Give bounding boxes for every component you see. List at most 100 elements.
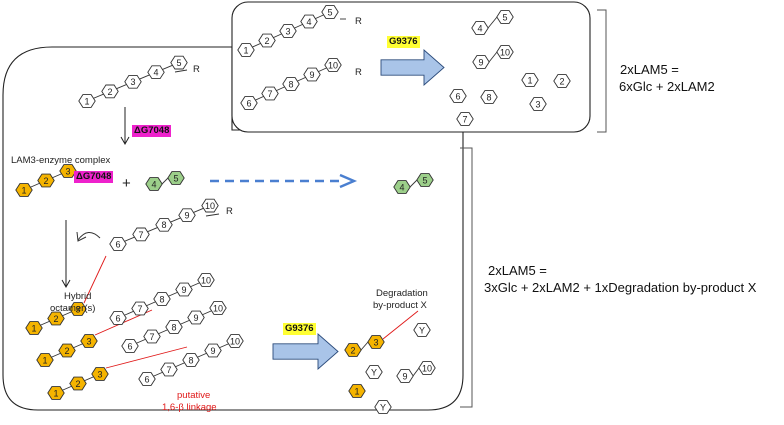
hexagon-top-chain-1: 3 — [279, 24, 297, 38]
hexagon-top-chain-1: 4 — [300, 14, 318, 29]
hexagon-green: 5 — [416, 173, 434, 187]
hexagon-hybrid-orange: 3 — [80, 334, 98, 348]
glycosidic-link — [412, 367, 420, 377]
hexagon-hybrid-orange: 1 — [25, 321, 43, 335]
hexagon-top-chain-2: 7 — [261, 86, 279, 101]
hexagon-hybrid-source-chain: 10 — [201, 198, 219, 213]
hexagon-residue: 1 — [521, 73, 539, 87]
glycosidic-link — [174, 69, 188, 73]
svg-text:10: 10 — [213, 303, 223, 313]
hexagon-residue: 4 — [471, 21, 489, 35]
main-panel-outline — [2, 46, 464, 411]
svg-text:9: 9 — [193, 313, 198, 323]
svg-text:1: 1 — [527, 75, 532, 85]
glycosidic-link — [488, 51, 498, 63]
glycosidic-link — [409, 179, 418, 188]
hexagon-top-chain-2: 10 — [324, 58, 342, 72]
svg-text:8: 8 — [288, 79, 293, 89]
svg-text:5: 5 — [422, 175, 427, 185]
complex-label: LAM3-enzyme complex — [11, 155, 111, 166]
hexagon-residue: 9 — [396, 369, 414, 383]
r-label-hybrid-chain: R — [226, 206, 233, 217]
hexagon-hybrid-orange: 2 — [47, 311, 65, 326]
svg-text:10: 10 — [230, 336, 240, 346]
svg-text:1: 1 — [84, 96, 89, 106]
hexagon-residue: 10 — [418, 361, 436, 375]
svg-text:7: 7 — [137, 304, 142, 314]
hexagon-degradation-orange: 3 — [367, 335, 385, 349]
svg-text:4: 4 — [151, 179, 156, 189]
hexagon-residue: 10 — [496, 45, 514, 59]
svg-text:3: 3 — [373, 337, 378, 347]
hexagon-residue: 5 — [496, 10, 514, 24]
svg-text:6: 6 — [144, 374, 149, 384]
svg-text:3: 3 — [65, 166, 70, 176]
svg-text:5: 5 — [327, 7, 332, 17]
svg-text:8: 8 — [159, 294, 164, 304]
svg-text:1: 1 — [243, 45, 248, 55]
svg-text:4: 4 — [153, 68, 158, 78]
hexagon-top-chain-1: 5 — [321, 5, 339, 19]
hexagon-top-chain-1: 2 — [258, 33, 276, 48]
hexagon-hybrid-white: 7 — [143, 329, 161, 344]
summary-bottom-line1: 2xLAM5 = — [488, 263, 547, 278]
hexagon-complex-orange: 1 — [15, 183, 33, 197]
svg-text:3: 3 — [75, 304, 80, 314]
hexagon-hybrid-source-chain: 9 — [178, 208, 196, 223]
svg-text:8: 8 — [171, 322, 176, 332]
svg-text:4: 4 — [306, 17, 311, 27]
svg-text:Y: Y — [419, 325, 425, 335]
svg-text:3: 3 — [97, 369, 102, 379]
svg-text:7: 7 — [149, 332, 154, 342]
svg-text:1: 1 — [42, 355, 47, 365]
svg-text:2: 2 — [559, 76, 564, 86]
hexagon-hybrid-white: 6 — [109, 311, 127, 325]
svg-text:7: 7 — [462, 114, 467, 124]
putative-label-line2: 1,6-β linkage — [162, 402, 217, 413]
svg-text:Y: Y — [371, 367, 377, 377]
svg-text:4: 4 — [399, 182, 404, 192]
svg-text:6: 6 — [246, 98, 251, 108]
glycosidic-link — [487, 16, 498, 29]
bracket-top — [597, 9, 607, 133]
hexagon-green: 4 — [145, 177, 163, 191]
hexagon-hybrid-source-chain: 8 — [155, 217, 173, 232]
glycosidic-link — [161, 177, 169, 185]
plus-sign: + — [122, 175, 131, 192]
svg-text:8: 8 — [188, 355, 193, 365]
svg-text:10: 10 — [500, 47, 510, 57]
hexagon-y: Y — [413, 323, 431, 337]
summary-bottom-line2: 3xGlc + 2xLAM2 + 1xDegradation by-produc… — [484, 280, 757, 295]
hexagon-top-chain-2: 9 — [303, 67, 321, 82]
delta-g7048-complex-tag: ΔG7048 — [74, 171, 114, 183]
hexagon-hybrid-orange: 3 — [69, 302, 87, 316]
hexagon-hybrid-white: 10 — [209, 301, 227, 315]
svg-text:2: 2 — [53, 314, 58, 324]
hexagon-main-chain: 4 — [147, 65, 165, 80]
hybrid-label-line1: Hybrid — [64, 291, 92, 302]
hexagon-hybrid-source-chain: 6 — [109, 237, 127, 251]
arrow-g9376-top — [380, 49, 445, 86]
hexagon-hybrid-white: 6 — [121, 339, 139, 353]
hexagon-residue: 6 — [449, 89, 467, 103]
svg-text:2: 2 — [107, 87, 112, 97]
hexagon-top-chain-2: 6 — [240, 96, 258, 110]
red-linkage — [83, 255, 107, 304]
svg-text:10: 10 — [201, 275, 211, 285]
hexagon-hybrid-white: 7 — [131, 301, 149, 316]
svg-text:1: 1 — [21, 185, 26, 195]
hexagon-y: Y — [365, 365, 383, 379]
red-linkage — [382, 310, 419, 340]
hexagon-complex-orange: 3 — [59, 164, 77, 178]
summary-top-line1: 2xLAM5 = — [620, 62, 679, 77]
hexagon-main-chain: 1 — [78, 94, 96, 108]
svg-text:7: 7 — [166, 365, 171, 375]
hexagon-hybrid-orange: 2 — [69, 376, 87, 391]
hexagon-hybrid-white: 9 — [187, 310, 205, 325]
svg-text:2: 2 — [43, 176, 48, 186]
hexagon-hybrid-white: 9 — [204, 343, 222, 358]
g9376-tag-top: G9376 — [387, 36, 420, 48]
hexagon-hybrid-white: 7 — [160, 362, 178, 377]
svg-text:10: 10 — [422, 363, 432, 373]
